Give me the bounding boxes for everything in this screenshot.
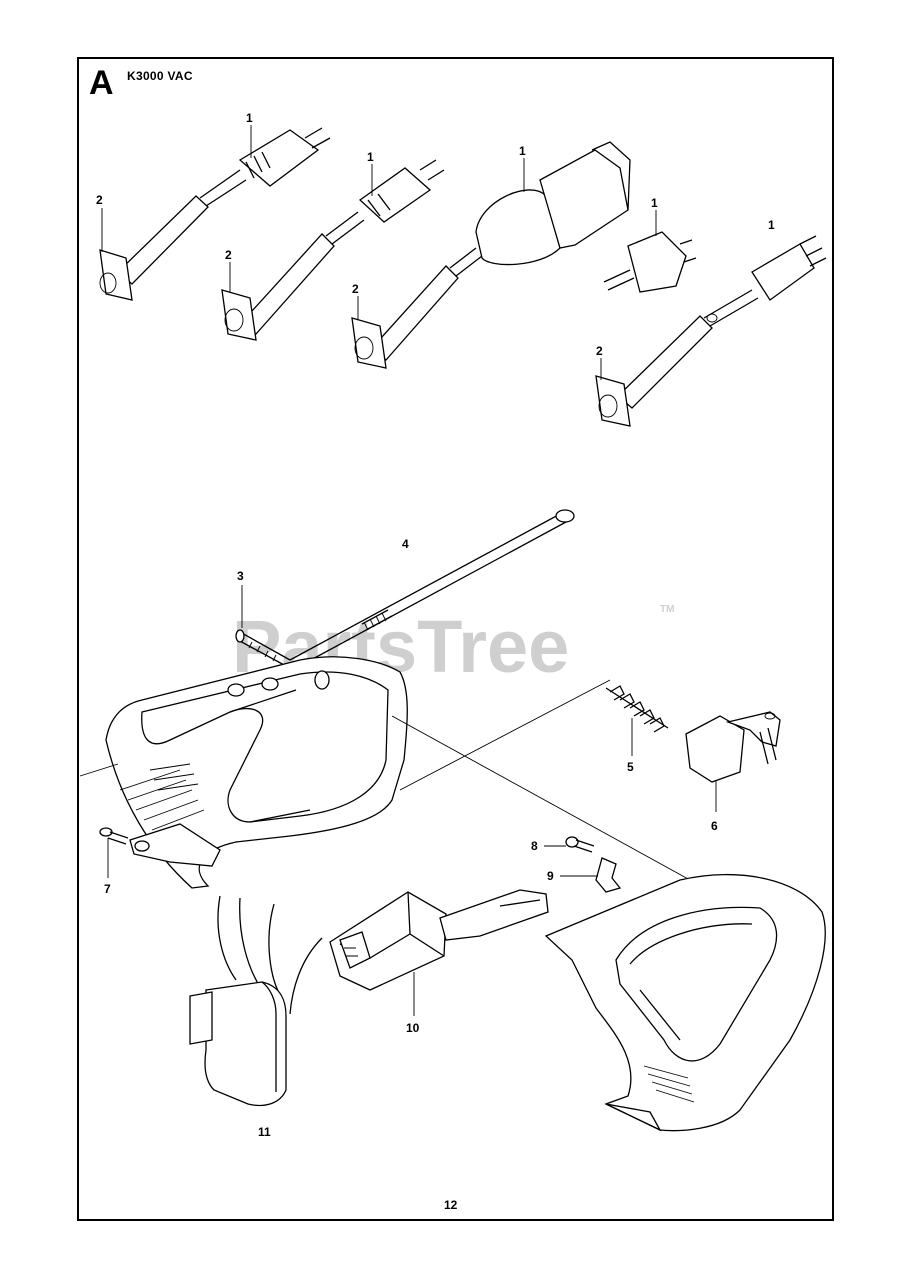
power-switch	[329, 889, 549, 991]
svg-text:2: 2	[352, 282, 359, 296]
assembly-guide-lines	[79, 679, 691, 881]
svg-text:8: 8	[531, 839, 538, 853]
callout-4-rod: 4	[402, 537, 409, 551]
callout-1-eu-plug: 1	[246, 111, 253, 158]
motor-housing-half	[105, 656, 408, 889]
watermark-tm: TM	[660, 604, 674, 615]
section-letter: A	[89, 64, 114, 102]
callout-1-us-plug: 1	[367, 150, 374, 196]
svg-text:1: 1	[367, 150, 374, 164]
svg-text:7: 7	[104, 882, 111, 896]
diagram-frame	[77, 57, 834, 1221]
svg-text:3: 3	[237, 569, 244, 583]
svg-text:2: 2	[225, 248, 232, 262]
callout-2-uk-grommet: 2	[596, 344, 603, 380]
svg-text:1: 1	[246, 111, 253, 125]
power-cord-industrial	[351, 141, 631, 369]
power-cord-us	[221, 159, 445, 341]
svg-text:1: 1	[651, 196, 658, 210]
power-cord-eu	[99, 127, 331, 301]
callout-10-switch: 10	[406, 972, 420, 1035]
svg-text:4: 4	[402, 537, 409, 551]
svg-text:1: 1	[768, 218, 775, 232]
filter-box	[189, 895, 323, 1107]
callout-3-screw: 3	[237, 569, 244, 628]
svg-text:11: 11	[258, 1125, 271, 1139]
callout-7-small-screw: 7	[104, 838, 111, 896]
callout-5-spring: 5	[627, 718, 634, 774]
svg-text:2: 2	[596, 344, 603, 358]
callout-6-trigger: 6	[711, 780, 718, 833]
callout-9-clip: 9	[547, 869, 598, 883]
trigger	[685, 711, 781, 783]
svg-text:5: 5	[627, 760, 634, 774]
adapter-plug-small	[603, 231, 697, 293]
svg-text:2: 2	[96, 193, 103, 207]
screw-long	[235, 629, 291, 667]
clip-9	[595, 857, 622, 893]
callout-2-industrial-grommet: 2	[352, 282, 359, 320]
screw-small	[99, 827, 129, 845]
screw-8	[565, 836, 595, 853]
page-number: 12	[444, 1198, 458, 1212]
svg-text:1: 1	[519, 144, 526, 158]
callout-1-industrial-plug: 1	[519, 144, 526, 192]
callout-1-small-plug: 1	[651, 196, 658, 236]
spring	[605, 685, 669, 733]
model-title: K3000 VAC	[127, 69, 193, 83]
tie-rod	[289, 509, 575, 669]
svg-text:6: 6	[711, 819, 718, 833]
callout-1-uk-plug: 1	[768, 218, 775, 232]
svg-text:10: 10	[406, 1021, 420, 1035]
handle-housing	[544, 874, 826, 1132]
callout-2-us-grommet: 2	[225, 248, 232, 292]
callout-11-filter: 11	[258, 1125, 271, 1139]
callout-2-eu-grommet: 2	[96, 193, 103, 252]
svg-text:9: 9	[547, 869, 554, 883]
callout-8-screw: 8	[531, 839, 566, 853]
power-cord-uk	[595, 235, 827, 427]
